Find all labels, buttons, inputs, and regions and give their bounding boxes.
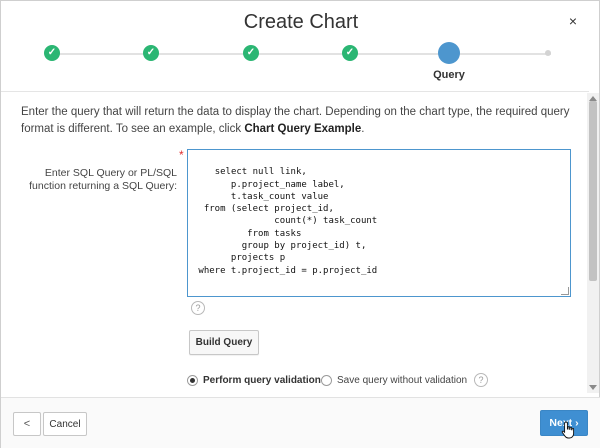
required-marker: * bbox=[179, 148, 184, 162]
wizard-step-future bbox=[545, 50, 551, 56]
sql-query-help-icon[interactable]: ? bbox=[191, 301, 205, 315]
resize-grip-icon[interactable] bbox=[561, 287, 569, 295]
dialog-title: Create Chart bbox=[243, 11, 359, 33]
sql-query-text: select null link, p.project_name label, … bbox=[198, 167, 378, 276]
wizard-step-3-check-icon: ✓ bbox=[243, 45, 259, 61]
intro-text-body: Enter the query that will return the dat… bbox=[21, 106, 570, 135]
vertical-scrollbar[interactable] bbox=[587, 93, 599, 393]
wizard-step-4-check-icon: ✓ bbox=[342, 45, 358, 61]
radio-save-without-validation[interactable]: Save query without validation bbox=[321, 374, 471, 388]
header-divider bbox=[1, 91, 589, 92]
intro-text: Enter the query that will return the dat… bbox=[21, 104, 577, 138]
scroll-down-arrow-icon[interactable] bbox=[589, 385, 597, 390]
radio-unselected-icon[interactable] bbox=[321, 375, 332, 386]
radio-perform-validation[interactable]: Perform query validation bbox=[187, 374, 321, 388]
chevron-right-icon: › bbox=[575, 417, 579, 430]
wizard-progress: ✓ ✓ ✓ ✓ Query bbox=[1, 39, 600, 91]
scroll-thumb[interactable] bbox=[589, 101, 597, 281]
sql-query-editor[interactable]: select null link, p.project_name label, … bbox=[187, 149, 571, 297]
intro-text-trailing: . bbox=[361, 123, 365, 135]
close-icon[interactable]: × bbox=[568, 13, 578, 29]
scroll-up-arrow-icon[interactable] bbox=[589, 96, 597, 101]
radio-selected-icon[interactable] bbox=[187, 375, 198, 386]
hand-cursor-icon bbox=[561, 421, 575, 439]
wizard-track bbox=[51, 53, 551, 55]
wizard-step-label-query: Query bbox=[433, 69, 465, 81]
chart-query-example-link[interactable]: Chart Query Example bbox=[244, 123, 362, 135]
wizard-step-2-check-icon: ✓ bbox=[143, 45, 159, 61]
radio-perform-validation-label: Perform query validation bbox=[203, 375, 321, 386]
build-query-button[interactable]: Build Query bbox=[189, 330, 259, 355]
wizard-step-1-check-icon: ✓ bbox=[44, 45, 60, 61]
sql-query-label: Enter SQL Query or PL/SQL function retur… bbox=[29, 167, 177, 192]
validation-help-icon[interactable]: ? bbox=[474, 373, 488, 387]
dialog-footer: < Cancel Next › bbox=[1, 397, 600, 448]
previous-button[interactable]: < bbox=[13, 412, 41, 436]
radio-save-without-validation-label: Save query without validation bbox=[337, 375, 468, 386]
cancel-button[interactable]: Cancel bbox=[43, 412, 87, 436]
wizard-step-current bbox=[438, 42, 460, 64]
